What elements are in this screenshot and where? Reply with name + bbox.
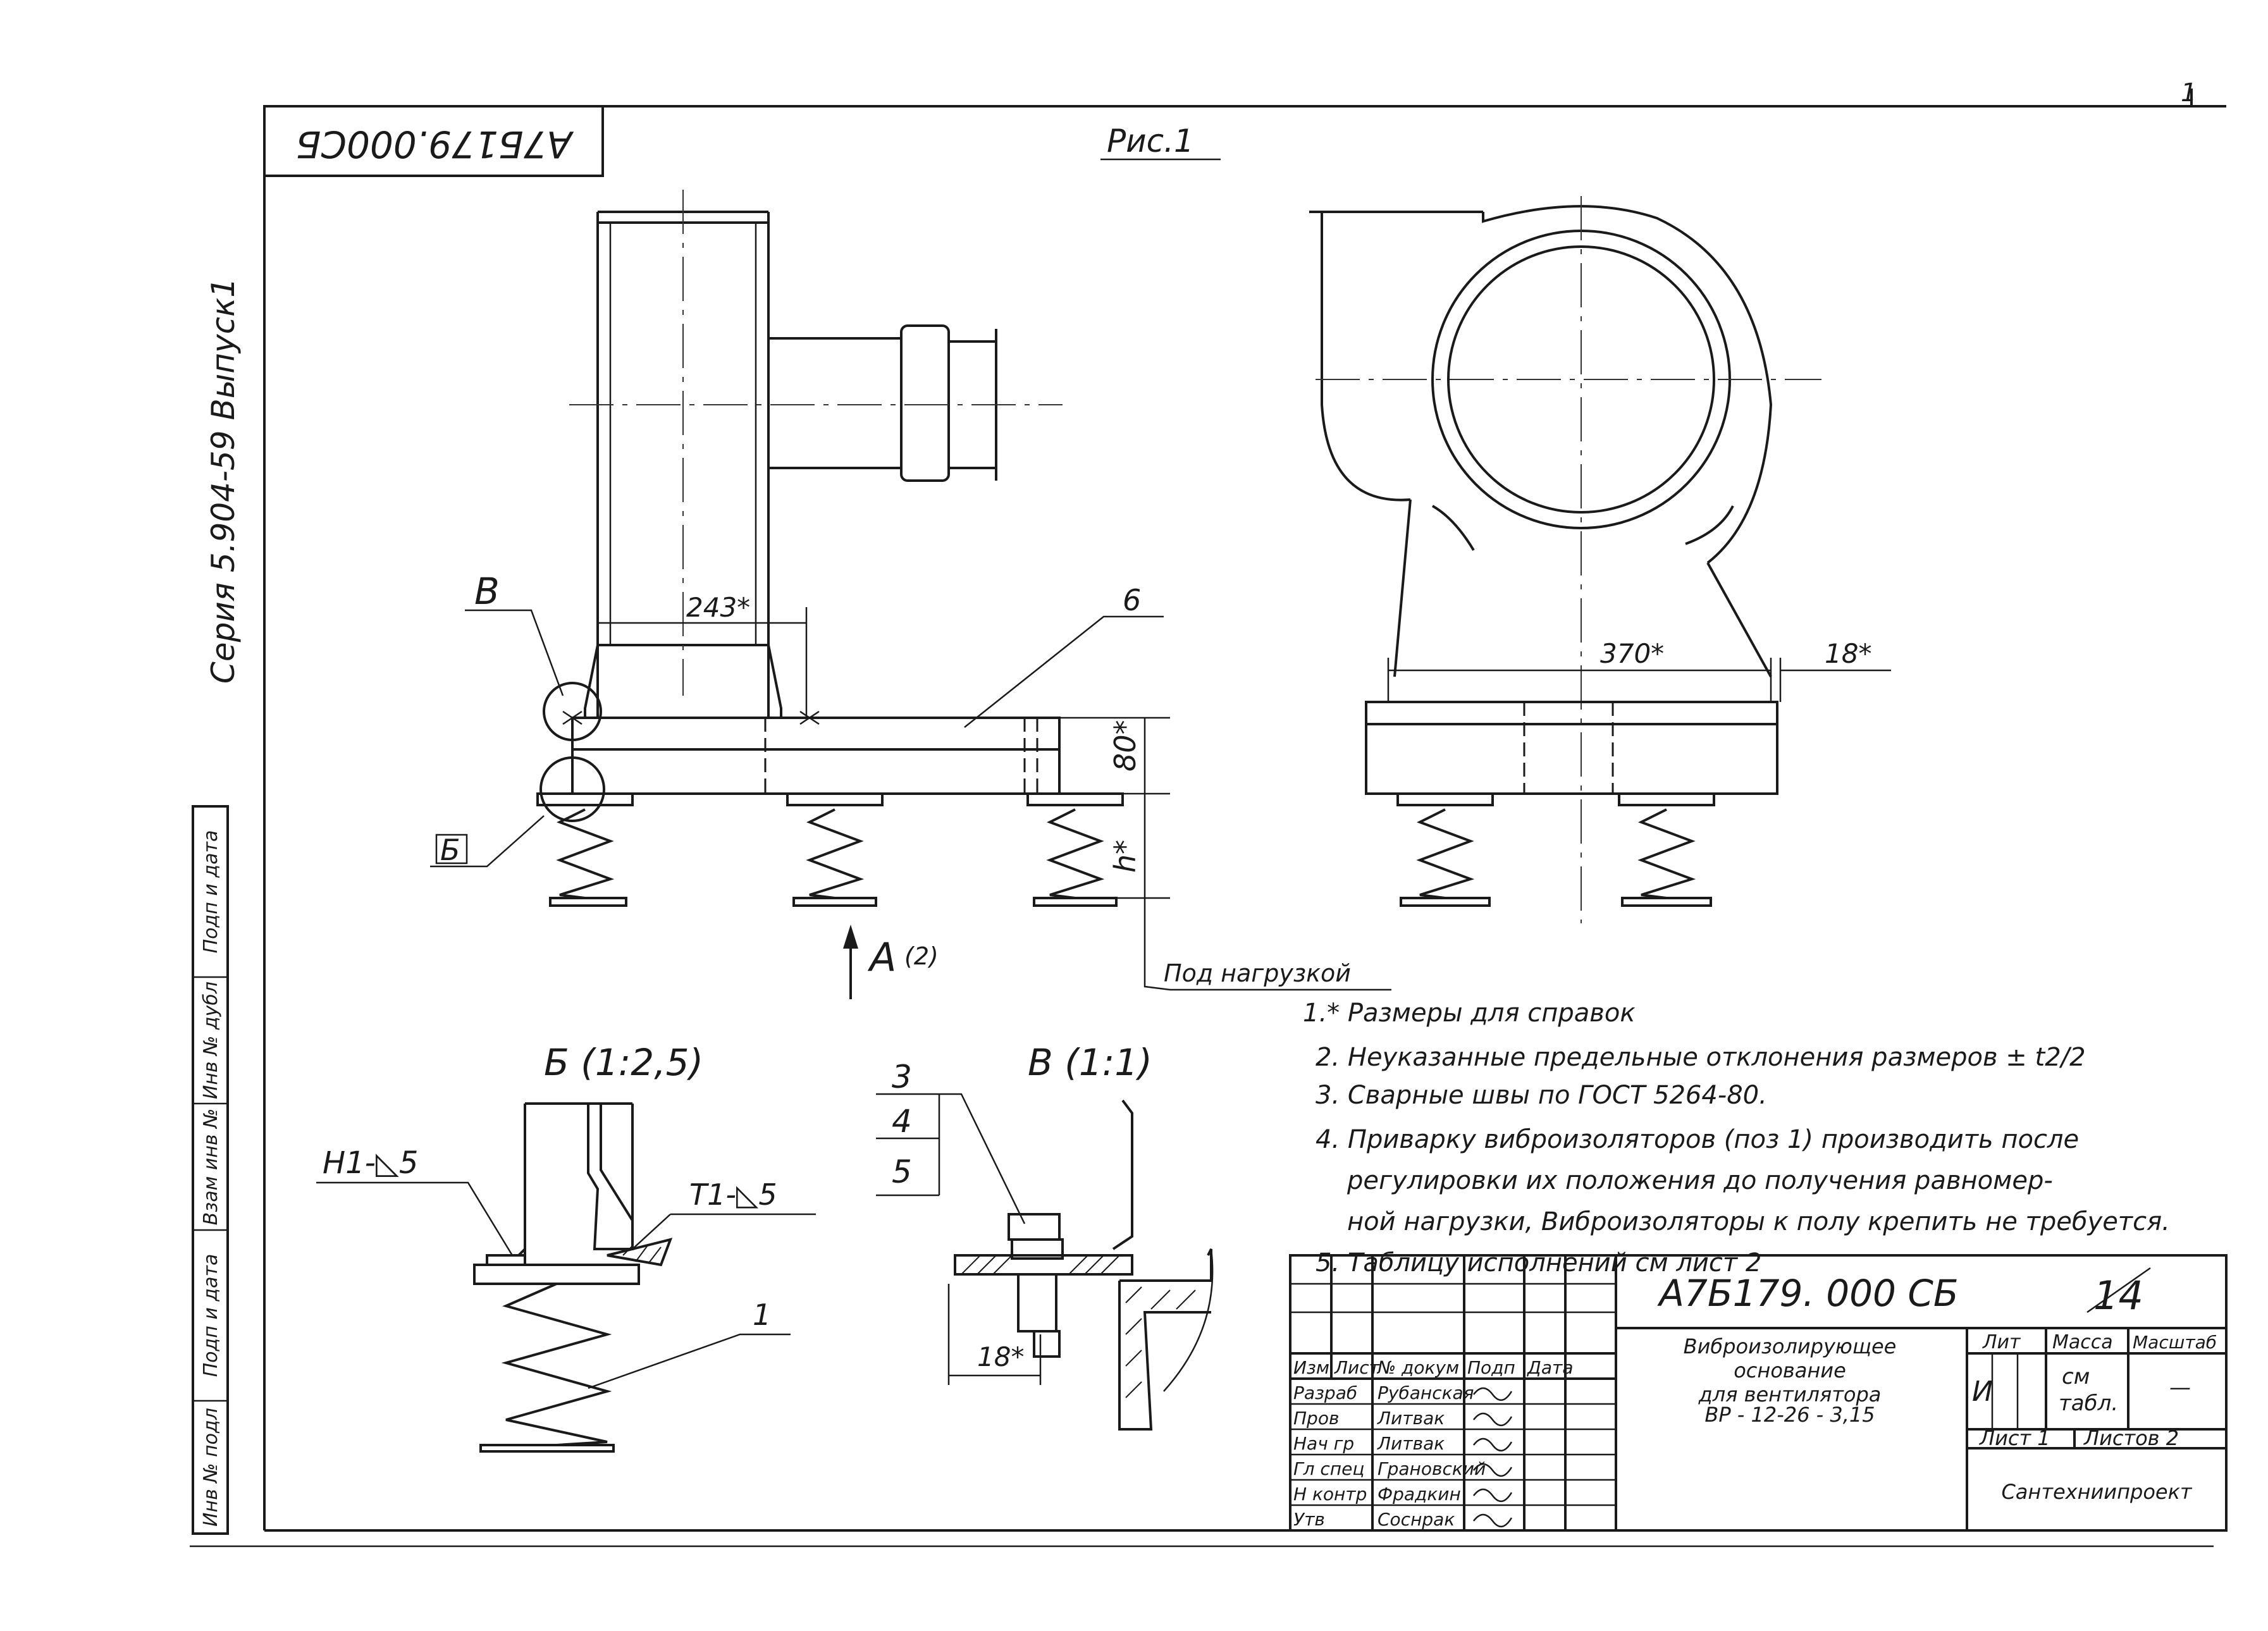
detail-v-title: В (1:1) <box>1028 1041 1152 1084</box>
tb-name-1: Литвак <box>1377 1408 1445 1429</box>
tb-role-1: Пров <box>1293 1408 1339 1429</box>
detail-b: Б (1:2,5) Н1-◺5 Т1-◺5 1 <box>316 1041 816 1453</box>
note-4: 4. Приварку виброизоляторов (поз 1) прои… <box>1316 1125 2079 1154</box>
tb-mass-value-1: см <box>2062 1364 2090 1389</box>
tb-mass-label: Масса <box>2052 1331 2113 1353</box>
left-side-boxes: Инв № подл Подп и дата Взам инв № Инв № … <box>192 805 229 1535</box>
tb-role-2: Нач гр <box>1293 1433 1354 1454</box>
side-box-5: Подп и дата <box>200 830 222 954</box>
pos-6: 6 <box>1123 583 1141 617</box>
tb-lit-value: И <box>1972 1376 1993 1408</box>
tb-name-line-4: ВР - 12-26 - 3,15 <box>1704 1403 1875 1427</box>
doc-code-stamp-text: А7Б179.000СБ <box>296 123 575 166</box>
tb-lit-label: Лит <box>1982 1331 2021 1353</box>
under-load-label: Под нагрузкой <box>1164 959 1351 987</box>
tb-role-5: Утв <box>1293 1509 1325 1530</box>
side-box-1: Инв № подл <box>200 1408 222 1527</box>
side-view: 370* 18* <box>1309 196 1891 923</box>
title-block: Изм Лист № докум Подп Дата Разраб Рубанс… <box>1289 1254 2228 1532</box>
side-box-4: Инв № дубл <box>200 982 222 1099</box>
note-5: регулировки их положения до получения ра… <box>1347 1166 2053 1195</box>
detail-v-pos-4: 4 <box>892 1103 912 1140</box>
tb-name-0: Рубанская <box>1377 1382 1474 1403</box>
view-arrow-letter: А <box>867 934 896 980</box>
note-7: 5. Таблицу исполнений см лист 2 <box>1316 1248 1761 1277</box>
front-view: В Б 243* 6 80* h* Под нагрузкой А (2) <box>430 190 1391 999</box>
detail-v-dim-18: 18* <box>977 1341 1024 1372</box>
tb-name-2: Литвак <box>1377 1433 1445 1454</box>
tb-col-doc: № докум <box>1376 1357 1459 1378</box>
detail-v-pos-3: 3 <box>892 1059 912 1095</box>
tb-handwritten-mark: 14 <box>2093 1272 2143 1319</box>
tb-col-podp: Подп <box>1467 1357 1515 1378</box>
tb-name-line-2: основание <box>1734 1358 1846 1382</box>
weld-left: Н1-◺5 <box>323 1145 418 1181</box>
page-corner-number: 1 <box>2181 78 2197 108</box>
detail-b-pos-1: 1 <box>753 1298 771 1332</box>
dim-243: 243* <box>686 592 750 623</box>
note-2: 2. Неуказанные предельные отклонения раз… <box>1316 1043 2086 1072</box>
tb-sheet-label: Лист 1 <box>1979 1426 2050 1450</box>
notes: 1.* Размеры для справок 2. Неуказанные п… <box>1303 999 2170 1277</box>
tb-name-4: Фрадкин <box>1377 1484 1461 1505</box>
detail-v: В (1:1) 3 4 5 18* <box>876 1041 1214 1431</box>
detail-b-title: Б (1:2,5) <box>544 1041 703 1084</box>
view-arrow-sheet: (2) <box>904 942 939 970</box>
tb-role-3: Гл спец <box>1293 1458 1364 1479</box>
note-1: 1.* Размеры для справок <box>1303 999 1636 1028</box>
tb-col-date: Дата <box>1526 1357 1574 1378</box>
figure-title: Рис.1 <box>1107 123 1194 159</box>
tb-doc-code: А7Б179. 000 СБ <box>1656 1272 1958 1315</box>
tb-scale-value: — <box>2169 1375 2191 1400</box>
tb-mass-value-2: табл. <box>2059 1391 2118 1416</box>
side-dim-370: 370* <box>1600 638 1664 669</box>
tb-col-list: Лист <box>1334 1357 1380 1378</box>
tb-role-4: Н контр <box>1293 1484 1367 1505</box>
tb-org: Сантехниипроект <box>2001 1480 2192 1504</box>
dim-h: h* <box>1108 840 1142 873</box>
weld-right: Т1-◺5 <box>689 1178 777 1212</box>
tb-col-izm: Изм <box>1293 1357 1329 1378</box>
side-dim-18: 18* <box>1825 638 1871 669</box>
side-box-2: Подп и дата <box>200 1254 222 1377</box>
note-3: 3. Сварные швы по ГОСТ 5264-80. <box>1316 1081 1767 1110</box>
tb-name-line-3: для вентилятора <box>1698 1382 1882 1406</box>
tb-name-line-1: Виброизолирующее <box>1684 1334 1897 1358</box>
callout-v-letter: В <box>474 570 500 613</box>
tb-name-5: Соснрак <box>1377 1509 1455 1530</box>
tb-scale-label: Масштаб <box>2133 1332 2217 1353</box>
detail-v-pos-5: 5 <box>892 1154 912 1190</box>
side-box-3: Взам инв № <box>200 1109 222 1226</box>
tb-role-0: Разраб <box>1293 1382 1357 1403</box>
tb-name-3: Грановский <box>1377 1458 1486 1479</box>
series-label: Серия 5.904-59 Выпуск1 <box>205 278 242 684</box>
note-6: ной нагрузки, Виброизоляторы к полу креп… <box>1347 1207 2170 1236</box>
dim-80: 80* <box>1108 720 1142 772</box>
doc-code-stamp: А7Б179.000СБ <box>263 105 604 177</box>
callout-b-letter: Б <box>440 833 460 867</box>
tb-sheets-label: Листов 2 <box>2083 1426 2179 1450</box>
